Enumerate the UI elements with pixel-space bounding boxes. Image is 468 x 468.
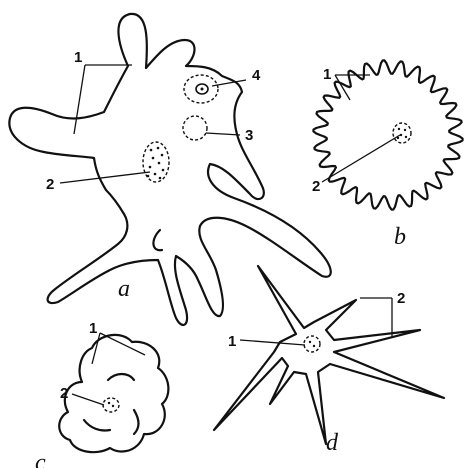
leader-a-1b xyxy=(74,65,85,134)
panel-b: 1 2 b xyxy=(312,60,463,250)
nucleus-a-granules xyxy=(147,147,165,180)
panel-b-letter: b xyxy=(394,224,406,250)
leader-d-1 xyxy=(240,340,305,345)
label-a-1: 1 xyxy=(74,49,82,66)
cell-c-fold-3 xyxy=(134,410,139,434)
leader-b-2 xyxy=(322,135,400,182)
nucleus-c xyxy=(103,398,119,412)
nucleus-d xyxy=(304,336,320,352)
leader-a-2 xyxy=(60,172,150,183)
label-a-2: 2 xyxy=(46,176,54,193)
label-d-1: 1 xyxy=(228,333,236,350)
label-a-4: 4 xyxy=(252,67,261,84)
panel-c: 1 2 c xyxy=(35,320,168,468)
food-vacuole-a xyxy=(183,116,207,140)
cell-c-fold-2 xyxy=(84,420,110,431)
panel-d-letter: d xyxy=(326,430,339,456)
leader-c-2 xyxy=(72,394,104,405)
label-a-3: 3 xyxy=(245,127,253,144)
cell-c-outline xyxy=(59,335,168,452)
label-b-2: 2 xyxy=(312,178,320,195)
label-b-1: 1 xyxy=(323,66,331,83)
label-d-2: 2 xyxy=(397,290,405,307)
leader-a-3 xyxy=(206,133,240,135)
label-c-1: 1 xyxy=(89,320,97,337)
panel-c-letter: c xyxy=(35,450,46,468)
cell-c-fold-1 xyxy=(108,374,134,380)
pseudopod-tip xyxy=(153,230,162,250)
cell-d-outline xyxy=(214,266,444,444)
amoeba-a-outline xyxy=(9,14,330,325)
nucleus-b xyxy=(393,123,411,143)
leader-c-1b xyxy=(92,333,100,364)
cell-b-outline xyxy=(313,60,462,209)
panel-d: 1 2 d xyxy=(214,266,444,456)
label-c-2: 2 xyxy=(60,385,68,402)
nucleus-b-granules xyxy=(397,128,407,139)
panel-a-letter: a xyxy=(118,276,130,302)
panel-a: 1 2 3 4 a xyxy=(9,14,330,325)
